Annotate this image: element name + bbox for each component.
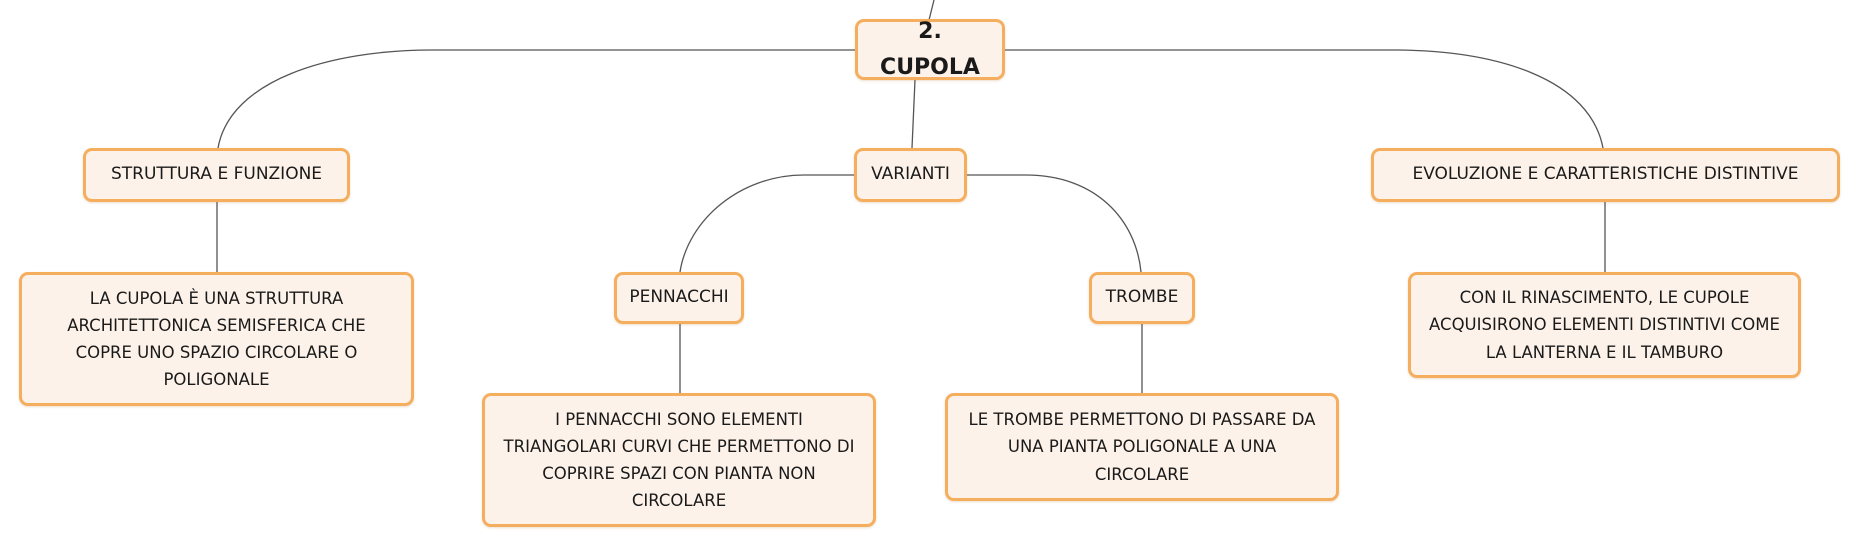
connector-root-to-evoluzione — [1003, 49, 1604, 149]
detail-node-text: LA CUPOLA È UNA STRUTTURA ARCHITETTONICA… — [67, 288, 366, 390]
subbranch-node-label: TROMBE — [1105, 287, 1179, 308]
detail-node-pennacchi[interactable]: I PENNACCHI SONO ELEMENTI TRIANGOLARI CU… — [482, 393, 876, 527]
detail-node-text: LE TROMBE PERMETTONO DI PASSARE DA UNA P… — [968, 410, 1316, 484]
detail-node-struttura[interactable]: LA CUPOLA È UNA STRUTTURA ARCHITETTONICA… — [19, 272, 414, 406]
root-node-label: 2. CUPOLA — [880, 19, 980, 80]
root-node-cupola[interactable]: 2. CUPOLA — [855, 19, 1005, 80]
branch-node-label: STRUTTURA E FUNZIONE — [110, 164, 323, 185]
connector-varianti-to-pennacchi — [679, 174, 854, 273]
branch-node-label: EVOLUZIONE E CARATTERISTICHE DISTINTIVE — [1412, 164, 1799, 185]
connector-root-to-struttura — [217, 49, 857, 149]
connector-incoming-top — [928, 0, 935, 21]
detail-node-text: I PENNACCHI SONO ELEMENTI TRIANGOLARI CU… — [503, 409, 855, 511]
detail-node-trombe[interactable]: LE TROMBE PERMETTONO DI PASSARE DA UNA P… — [945, 393, 1339, 501]
branch-node-struttura-e-funzione[interactable]: STRUTTURA E FUNZIONE — [83, 148, 350, 202]
subbranch-node-label: PENNACCHI — [629, 287, 729, 308]
detail-node-text: CON IL RINASCIMENTO, LE CUPOLE ACQUISIRO… — [1429, 288, 1780, 362]
subbranch-node-trombe[interactable]: TROMBE — [1089, 272, 1195, 324]
branch-node-varianti[interactable]: VARIANTI — [854, 148, 967, 202]
branch-node-evoluzione[interactable]: EVOLUZIONE E CARATTERISTICHE DISTINTIVE — [1371, 148, 1840, 202]
detail-node-evoluzione[interactable]: CON IL RINASCIMENTO, LE CUPOLE ACQUISIRO… — [1408, 272, 1801, 378]
connector-root-to-varianti — [911, 79, 916, 149]
branch-node-label: VARIANTI — [871, 164, 950, 185]
connector-varianti-to-trombe — [966, 174, 1142, 273]
subbranch-node-pennacchi[interactable]: PENNACCHI — [614, 272, 744, 324]
